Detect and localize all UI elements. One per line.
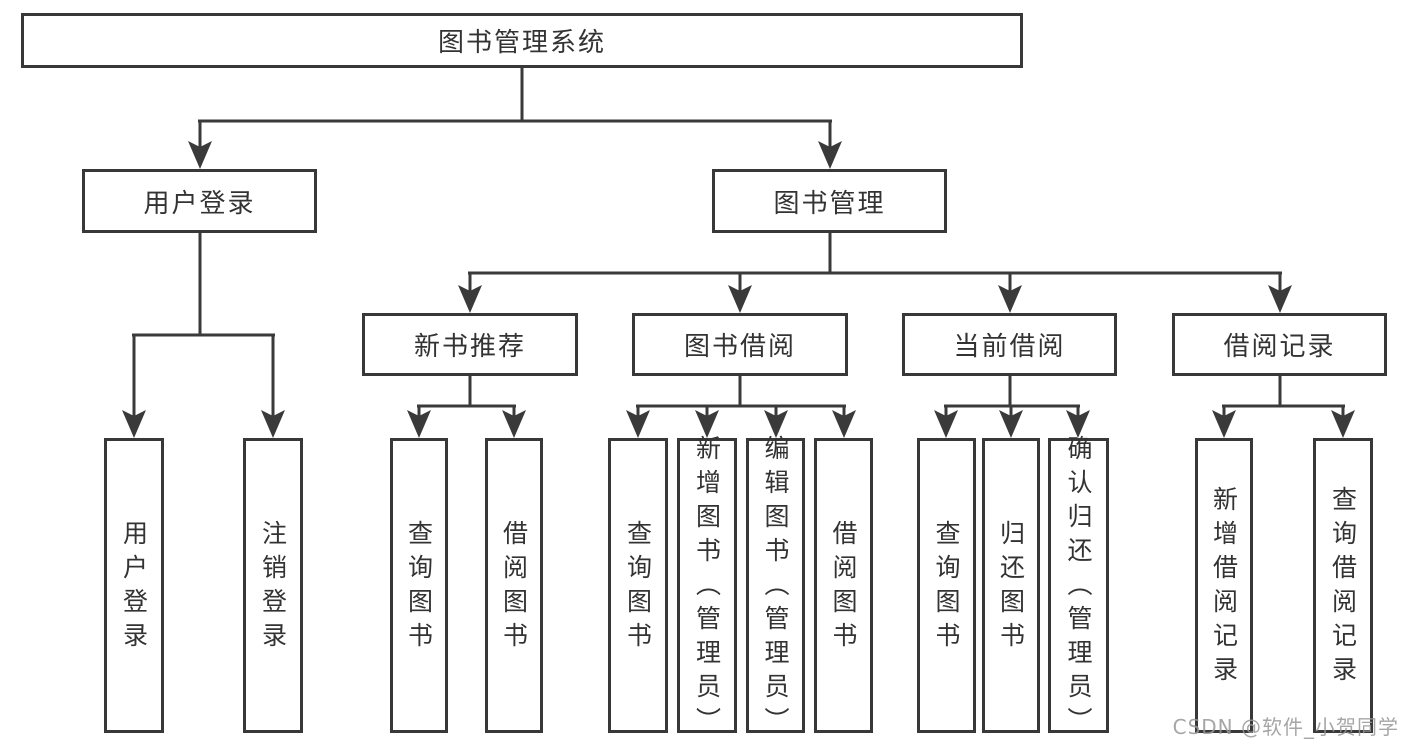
leaf-logout-login: 注销登录: [243, 438, 303, 733]
node-book-management: 图书管理: [712, 169, 947, 233]
leaf-query-book-recommend: 查询图书: [390, 438, 448, 733]
leaf-borrow-book: 借阅图书: [814, 438, 873, 733]
node-book-borrow: 图书借阅: [632, 313, 848, 376]
node-user-login: 用户登录: [82, 169, 317, 233]
leaf-edit-book-admin: 编辑图书（管理员）: [746, 435, 805, 741]
leaf-add-borrow-record: 新增借阅记录: [1195, 438, 1253, 733]
leaf-query-borrow-record: 查询借阅记录: [1313, 438, 1373, 733]
node-root: 图书管理系统: [21, 13, 1023, 68]
leaf-return-book: 归还图书: [982, 438, 1040, 733]
leaf-user-login: 用户登录: [104, 438, 164, 733]
leaf-borrow-book-recommend: 借阅图书: [485, 438, 543, 733]
arrowheads: [122, 141, 1355, 438]
node-new-book-recommend: 新书推荐: [362, 313, 578, 376]
leaf-query-book-borrow: 查询图书: [608, 438, 668, 733]
node-current-borrow: 当前借阅: [902, 313, 1117, 376]
leaf-query-book-current: 查询图书: [917, 438, 976, 733]
csdn-watermark: CSDN @软件_小贺同学: [1172, 715, 1399, 739]
node-borrow-record: 借阅记录: [1172, 313, 1387, 376]
leaf-add-book-admin: 新增图书（管理员）: [677, 435, 737, 741]
leaf-confirm-return-admin: 确认归还（管理员）: [1048, 435, 1109, 741]
